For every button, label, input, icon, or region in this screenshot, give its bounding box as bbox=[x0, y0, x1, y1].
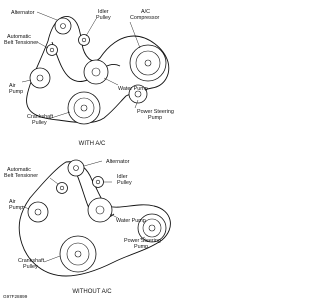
figure-code: G97F28899 bbox=[3, 294, 28, 299]
crankshaft-pulley bbox=[59, 235, 97, 273]
crankshaft-pulley-label: Crankshaft Pulley bbox=[18, 258, 46, 270]
belt-tensioner-pulley bbox=[46, 44, 58, 56]
without-ac-belt bbox=[18, 161, 171, 277]
belt-tensioner-label: Automatic Belt Tensioner bbox=[4, 167, 38, 179]
alternator-pulley bbox=[67, 159, 85, 177]
alternator-pulley bbox=[54, 17, 72, 35]
with-ac-caption: WITH A/C bbox=[79, 141, 106, 147]
alternator-label: Alternator bbox=[11, 10, 35, 16]
alternator-label: Alternator bbox=[106, 159, 130, 165]
water-pump-pulley bbox=[83, 59, 109, 85]
belt-routing-diagram: Alternator Idler Pulley A/C Compressor A… bbox=[3, 9, 175, 299]
with-ac-diagram: Alternator Idler Pulley A/C Compressor A… bbox=[4, 9, 175, 147]
crankshaft-pulley-label: Crankshaft Pulley bbox=[27, 114, 55, 126]
crankshaft-pulley bbox=[67, 91, 101, 125]
ac-compressor-label: A/C Compressor bbox=[130, 9, 160, 21]
idler-pulley-label: Idler Pulley bbox=[117, 174, 132, 186]
water-pump-pulley bbox=[87, 197, 113, 223]
without-ac-diagram: Alternator Automatic Belt Tensioner Idle… bbox=[4, 159, 171, 295]
ac-compressor-pulley bbox=[129, 44, 167, 82]
belt-tensioner-label: Automatic Belt Tensioner bbox=[4, 34, 38, 46]
water-pump-label: Water Pump bbox=[116, 218, 146, 224]
idler-pulley bbox=[92, 176, 104, 188]
idler-pulley-label: Idler Pulley bbox=[96, 9, 111, 21]
power-steering-pump-pulley bbox=[137, 213, 167, 243]
air-pump-pulley bbox=[27, 201, 49, 223]
water-pump-label: Water Pump bbox=[118, 86, 148, 92]
air-pump-label: Air Pump bbox=[9, 199, 23, 211]
power-steering-pump-label: Power Steering Pump bbox=[137, 109, 175, 121]
idler-pulley bbox=[78, 34, 90, 46]
without-ac-caption: WITHOUT A/C bbox=[72, 289, 112, 295]
air-pump-pulley bbox=[29, 67, 51, 89]
air-pump-label: Air Pump bbox=[9, 83, 23, 95]
power-steering-pump-label: Power Steering Pump bbox=[124, 238, 162, 250]
belt-tensioner-pulley bbox=[56, 182, 68, 194]
power-steering-pump-pulley bbox=[128, 84, 148, 104]
